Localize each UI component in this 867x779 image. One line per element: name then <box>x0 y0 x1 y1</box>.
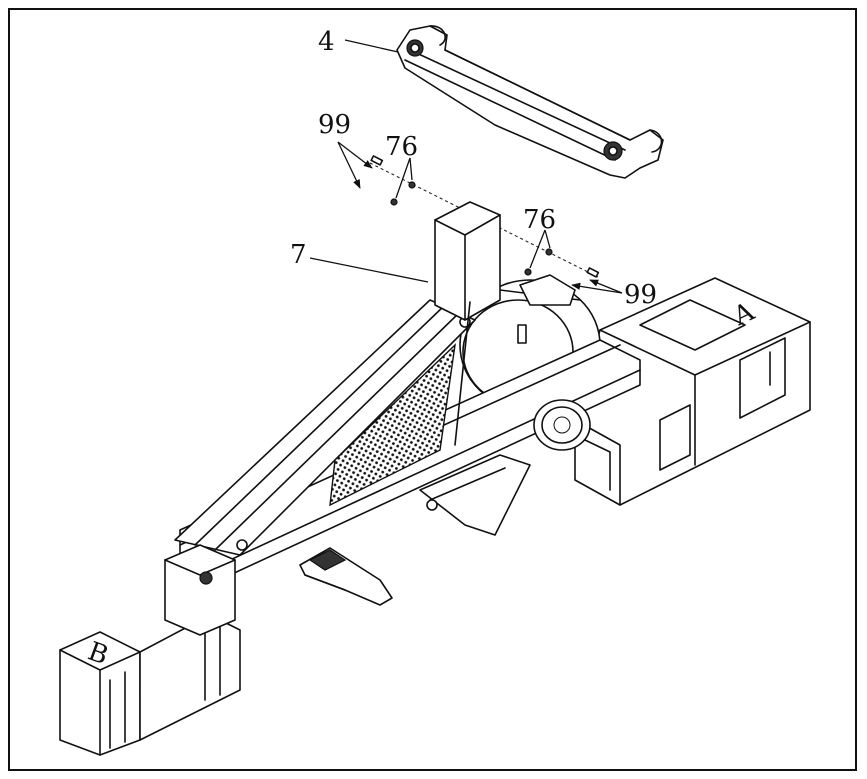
leader-lines <box>309 39 623 294</box>
pedal-crank <box>419 454 531 536</box>
callout-76-left: 76 <box>385 132 418 162</box>
callout-76-right: 76 <box>523 205 556 235</box>
diagonal-arm <box>174 299 476 556</box>
handlebar-part <box>396 25 664 179</box>
box-a-packaging: A <box>574 277 811 506</box>
callout-99-right: 99 <box>624 280 657 310</box>
box-b-packaging: B <box>59 544 241 756</box>
callout-4: 4 <box>318 27 335 57</box>
callout-99-left: 99 <box>318 110 351 140</box>
foot-pedal <box>299 547 393 606</box>
upright-post <box>434 201 576 446</box>
callout-7: 7 <box>290 240 307 270</box>
